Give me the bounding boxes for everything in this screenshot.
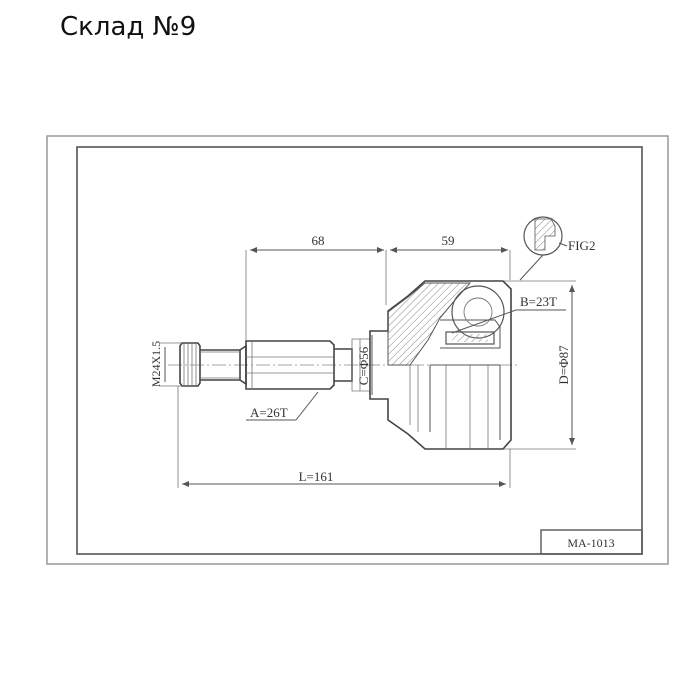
- outer-frame: [46, 135, 669, 565]
- inner-frame: [76, 146, 643, 555]
- part-number: MA-1013: [567, 536, 614, 550]
- thread-dimension: M24X1.5: [149, 341, 182, 387]
- dim-outer-spline: A=26T: [250, 405, 288, 420]
- bell-diameter-dimension: D=Φ87: [504, 280, 576, 450]
- fig2-detail: FIG2: [519, 216, 595, 281]
- dim-total-length: L=161: [299, 469, 334, 484]
- outer-spline-leader: A=26T: [246, 391, 319, 421]
- dim-inner-spline: B=23T: [520, 294, 557, 309]
- top-dimensions: 68 59: [245, 233, 511, 340]
- seal-diameter-dimension: C=Φ56: [356, 335, 373, 395]
- bell-housing: [369, 280, 512, 450]
- title-block: MA-1013: [540, 529, 643, 555]
- dim-bell-length: 59: [442, 233, 455, 248]
- page-title: Склад №9: [60, 12, 197, 42]
- dim-seal-diameter: C=Φ56: [356, 346, 371, 385]
- total-length-dimension: L=161: [177, 386, 511, 488]
- shaft: [179, 338, 371, 392]
- fig2-label: FIG2: [568, 238, 595, 253]
- dim-spline-length: 68: [312, 233, 325, 248]
- dim-thread: M24X1.5: [149, 341, 163, 387]
- dim-bell-diameter: D=Φ87: [556, 345, 571, 385]
- inner-spline-leader: B=23T: [451, 294, 566, 334]
